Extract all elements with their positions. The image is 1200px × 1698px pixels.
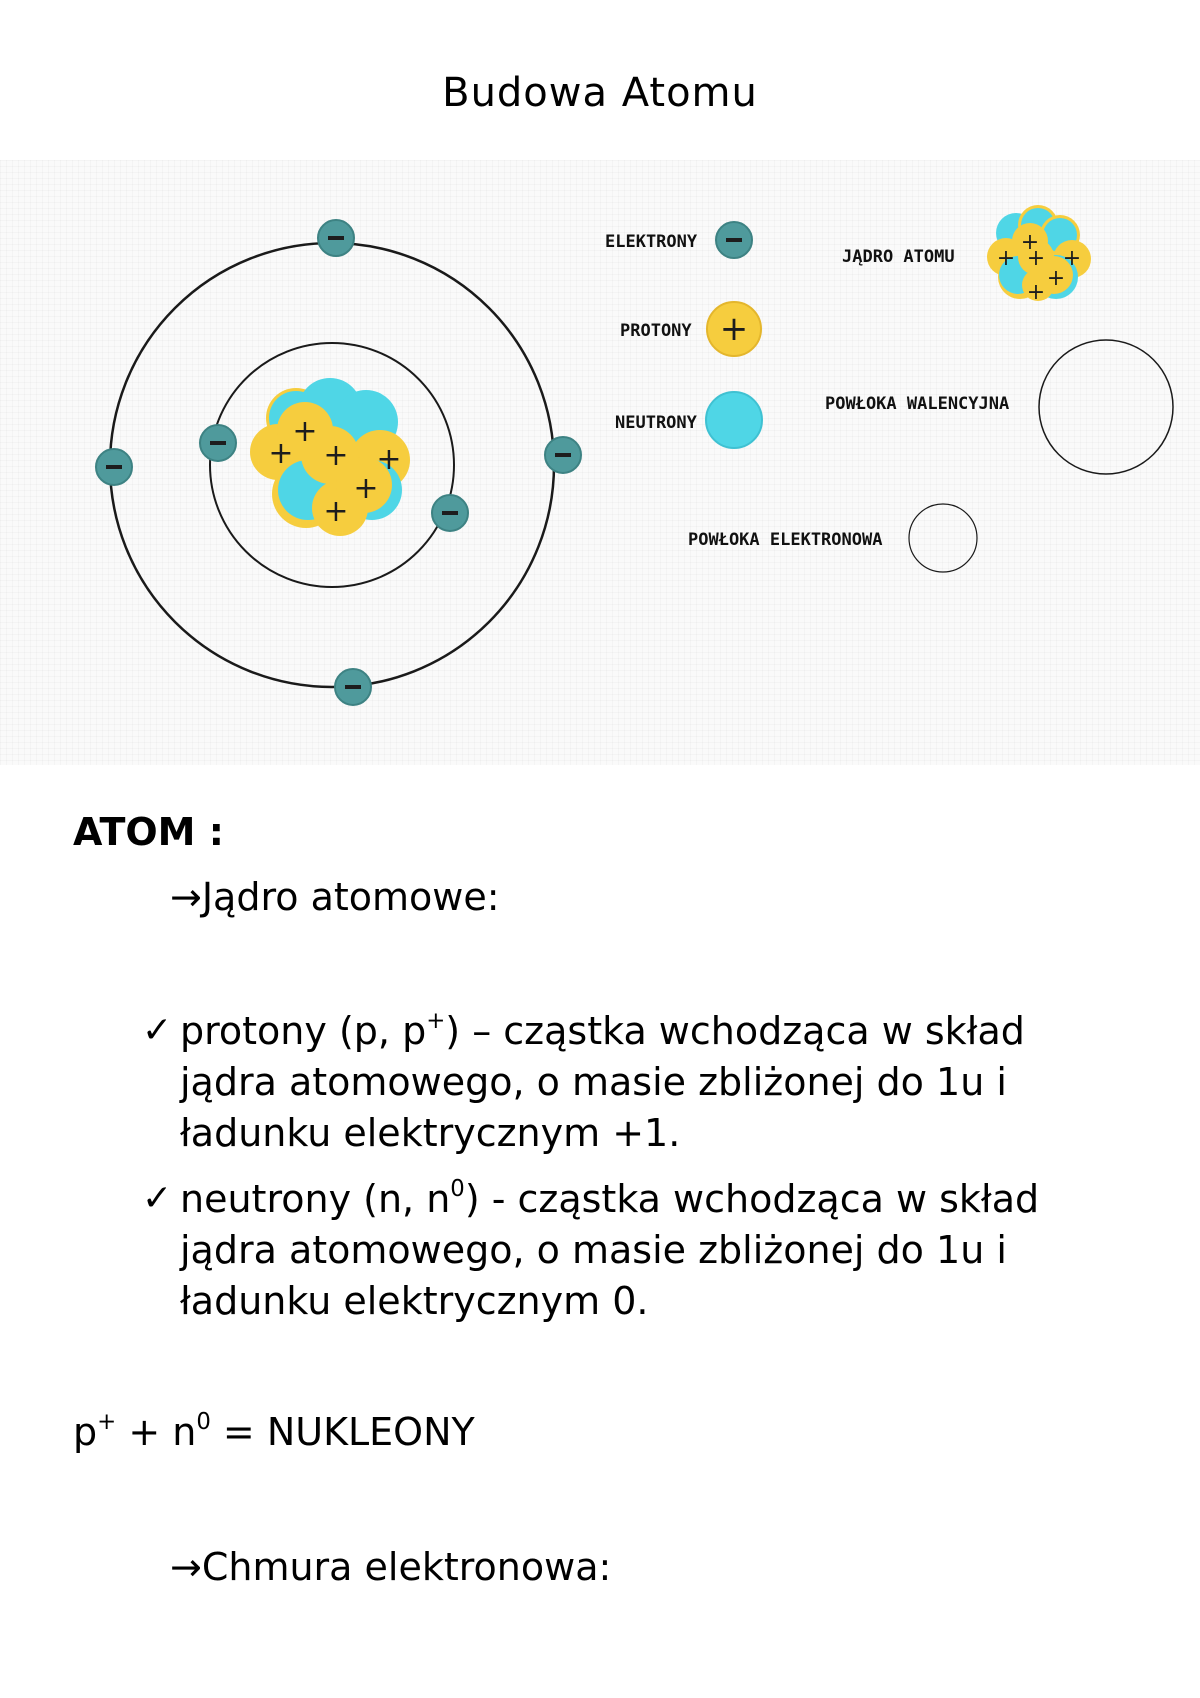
electron [431, 494, 469, 532]
svg-text:+: + [323, 438, 348, 473]
legend-protons-label: PROTONY [620, 321, 692, 341]
legend-electron-shell-icon [908, 503, 978, 573]
formula-n-sup: 0 [196, 1409, 211, 1436]
protons-line-1: protony (p, p+) – cząstka wchodząca w sk… [180, 1006, 1180, 1057]
svg-text:+: + [323, 494, 348, 529]
legend-neutron-icon [705, 391, 763, 449]
check-icon: ✓ [142, 1178, 173, 1219]
legend-electron-icon [715, 221, 753, 259]
legend-neutrons-label: NEUTRONY [615, 413, 698, 433]
svg-text:+: + [353, 471, 378, 506]
legend-electrons-label: ELEKTRONY [605, 232, 698, 252]
svg-text:+: + [376, 442, 401, 477]
atom-diagram-svg: + + + + + + ELEKTRONY PROTONY + NEUTRONY… [95, 205, 1174, 706]
svg-text:+: + [1047, 266, 1065, 291]
nucleons-formula: p+ + n0 = NUKLEONY [73, 1410, 475, 1454]
legend-nucleus-label: JĄDRO ATOMU [842, 247, 955, 267]
svg-text:+: + [1063, 246, 1081, 271]
protons-bullet: protony (p, p+) – cząstka wchodząca w sk… [180, 1006, 1180, 1159]
electron [95, 448, 133, 486]
neutrons-bullet: neutrony (n, n0) - cząstka wchodząca w s… [180, 1174, 1180, 1327]
legend-valence-shell-icon [1038, 339, 1174, 475]
svg-text:+: + [1027, 280, 1045, 305]
electron [334, 668, 372, 706]
protons-line-2: jądra atomowego, o masie zbliżonej do 1u… [180, 1060, 1007, 1104]
check-icon: ✓ [142, 1010, 173, 1051]
neutrons-name: neutrony (n, n [180, 1177, 451, 1221]
neutrons-line-2: jądra atomowego, o masie zbliżonej do 1u… [180, 1228, 1007, 1272]
nucleus: + + + + + + [250, 378, 410, 536]
atom-diagram: + + + + + + ELEKTRONY PROTONY + NEUTRONY… [0, 160, 1200, 765]
formula-rest: = NUKLEONY [210, 1410, 475, 1454]
protons-name: protony (p, p [180, 1009, 427, 1053]
formula-p: p [73, 1410, 98, 1454]
neutrons-line-1: neutrony (n, n0) - cząstka wchodząca w s… [180, 1174, 1180, 1225]
atom-heading: ATOM : [73, 810, 224, 854]
cloud-section-title: →Chmura elektronowa: [170, 1545, 612, 1589]
protons-sup: + [426, 1008, 446, 1035]
legend-valence-shell-label: POWŁOKA WALENCYJNA [825, 394, 1009, 414]
svg-text:+: + [997, 246, 1015, 271]
svg-text:+: + [268, 436, 293, 471]
nucleus-section-title: →Jądro atomowe: [170, 875, 500, 919]
neutrons-sup: 0 [450, 1176, 465, 1203]
formula-plus-n: + n [116, 1410, 197, 1454]
legend-nucleus-icon: + + + + + + [987, 205, 1091, 305]
svg-text:+: + [720, 309, 749, 349]
legend-electron-shell-label: POWŁOKA ELEKTRONOWA [688, 530, 882, 550]
protons-line-1-rest: ) – cząstka wchodząca w skład [445, 1009, 1025, 1053]
neutrons-line-3: ładunku elektrycznym 0. [180, 1279, 649, 1323]
electron [317, 219, 355, 257]
protons-line-3: ładunku elektrycznym +1. [180, 1111, 681, 1155]
legend-proton-icon: + [706, 301, 762, 357]
svg-text:+: + [1027, 246, 1045, 271]
neutrons-line-1-rest: ) - cząstka wchodząca w skład [464, 1177, 1040, 1221]
electron [199, 424, 237, 462]
formula-p-sup: + [97, 1409, 117, 1436]
svg-text:+: + [1021, 230, 1039, 255]
svg-text:+: + [292, 414, 317, 449]
page-title: Budowa Atomu [442, 70, 758, 116]
electron [544, 436, 582, 474]
inner-shell [209, 342, 455, 588]
